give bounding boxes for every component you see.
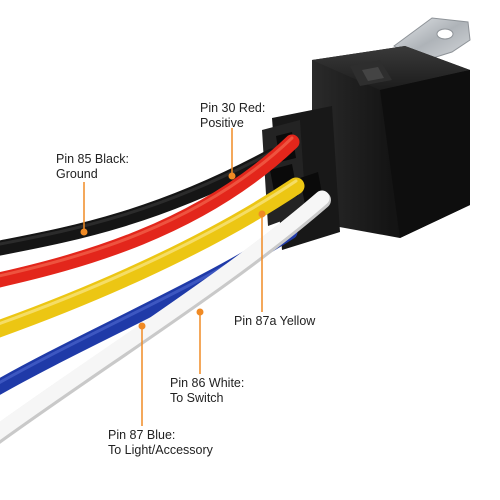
callout-pin87a [258, 210, 266, 312]
label-pin85-black: Pin 85 Black: Ground [56, 152, 129, 182]
label-pin86-line2: To Switch [170, 391, 224, 405]
wire-white [0, 190, 331, 444]
callout-pin85 [80, 182, 88, 236]
label-pin85-line2: Ground [56, 167, 98, 181]
wire-red [0, 134, 300, 288]
callout-pin87 [138, 322, 146, 426]
wire-yellow [0, 177, 305, 338]
relay-body [312, 46, 470, 238]
label-pin87-line2: To Light/Accessory [108, 443, 213, 457]
label-pin87a-yellow: Pin 87a Yellow [234, 314, 315, 329]
label-pin87a-line1: Pin 87a Yellow [234, 314, 316, 328]
callout-pin86 [196, 308, 204, 374]
callout-pin30 [228, 128, 236, 180]
label-pin86-line1: Pin 86 White: [170, 376, 245, 390]
label-pin30-line1: Pin 30 Red: [200, 101, 266, 115]
label-pin87-blue: Pin 87 Blue: To Light/Accessory [108, 428, 213, 458]
label-pin86-white: Pin 86 White: To Switch [170, 376, 244, 406]
label-pin87-line1: Pin 87 Blue: [108, 428, 176, 442]
wire-black [0, 148, 280, 256]
label-pin30-red: Pin 30 Red: Positive [200, 101, 265, 131]
label-pin85-line1: Pin 85 Black: [56, 152, 129, 166]
label-pin30-line2: Positive [200, 116, 244, 130]
